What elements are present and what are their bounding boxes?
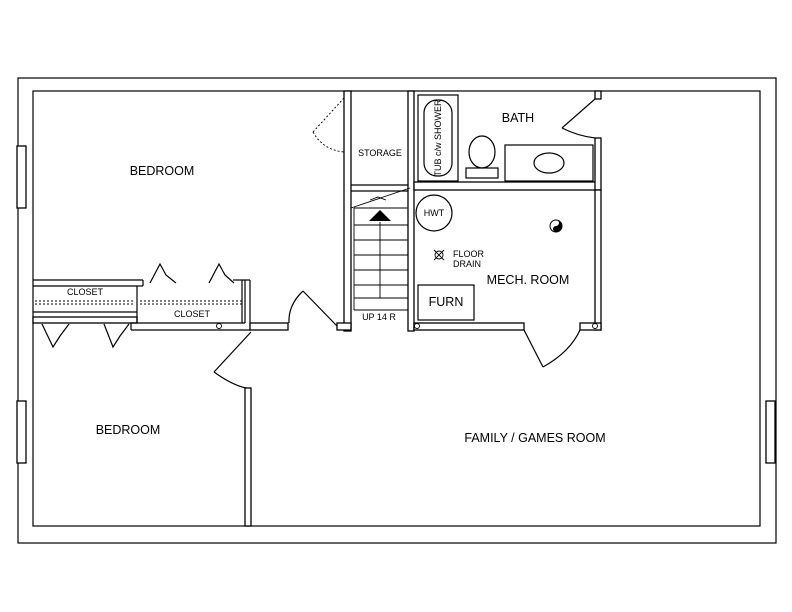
closet-right-label: CLOSET [174, 309, 211, 319]
toilet-icon [465, 135, 499, 179]
floor-drain-label-line2: DRAIN [453, 259, 481, 269]
exterior-wall-inner [32, 90, 761, 527]
tub-label: TUB c/w SHOWER [433, 99, 443, 177]
bedroom-bottom-label: BEDROOM [96, 423, 161, 437]
stairs [350, 187, 411, 311]
mech-room-label: MECH. ROOM [487, 273, 570, 287]
window-right [765, 400, 776, 464]
mech-room-door[interactable] [523, 329, 581, 368]
furn-label: FURN [429, 295, 464, 309]
yin-yang-icon [549, 219, 563, 233]
closet-bifold-door-left[interactable] [41, 323, 130, 349]
storage-walls [343, 90, 415, 332]
vanity-sink [504, 144, 594, 182]
floor-drain-icon [433, 249, 445, 261]
hwt-label: HWT [424, 208, 445, 218]
floor-drain-label-line1: FLOOR [453, 249, 485, 259]
bath-label: BATH [502, 111, 534, 125]
bedroom-door-bottom[interactable] [213, 331, 252, 389]
hot-water-tank [415, 194, 453, 232]
closet-left-label: CLOSET [67, 287, 104, 297]
window-left-top [16, 145, 27, 209]
bedroom-top-label: BEDROOM [130, 164, 195, 178]
bath-door[interactable] [561, 98, 596, 139]
closet-bifold-door-right[interactable] [149, 262, 235, 284]
mech-room-walls [413, 189, 602, 331]
family-room-door[interactable] [288, 290, 338, 327]
bedroom-walls [32, 279, 352, 527]
window-left-bottom [16, 400, 27, 464]
storage-label: STORAGE [358, 148, 402, 158]
furnace [417, 284, 475, 321]
exterior-wall-outer [17, 77, 777, 544]
storage-door[interactable] [312, 97, 345, 153]
family-room-label: FAMILY / GAMES ROOM [464, 431, 605, 445]
tub [417, 94, 459, 182]
stairs-label: UP 14 R [362, 312, 396, 322]
